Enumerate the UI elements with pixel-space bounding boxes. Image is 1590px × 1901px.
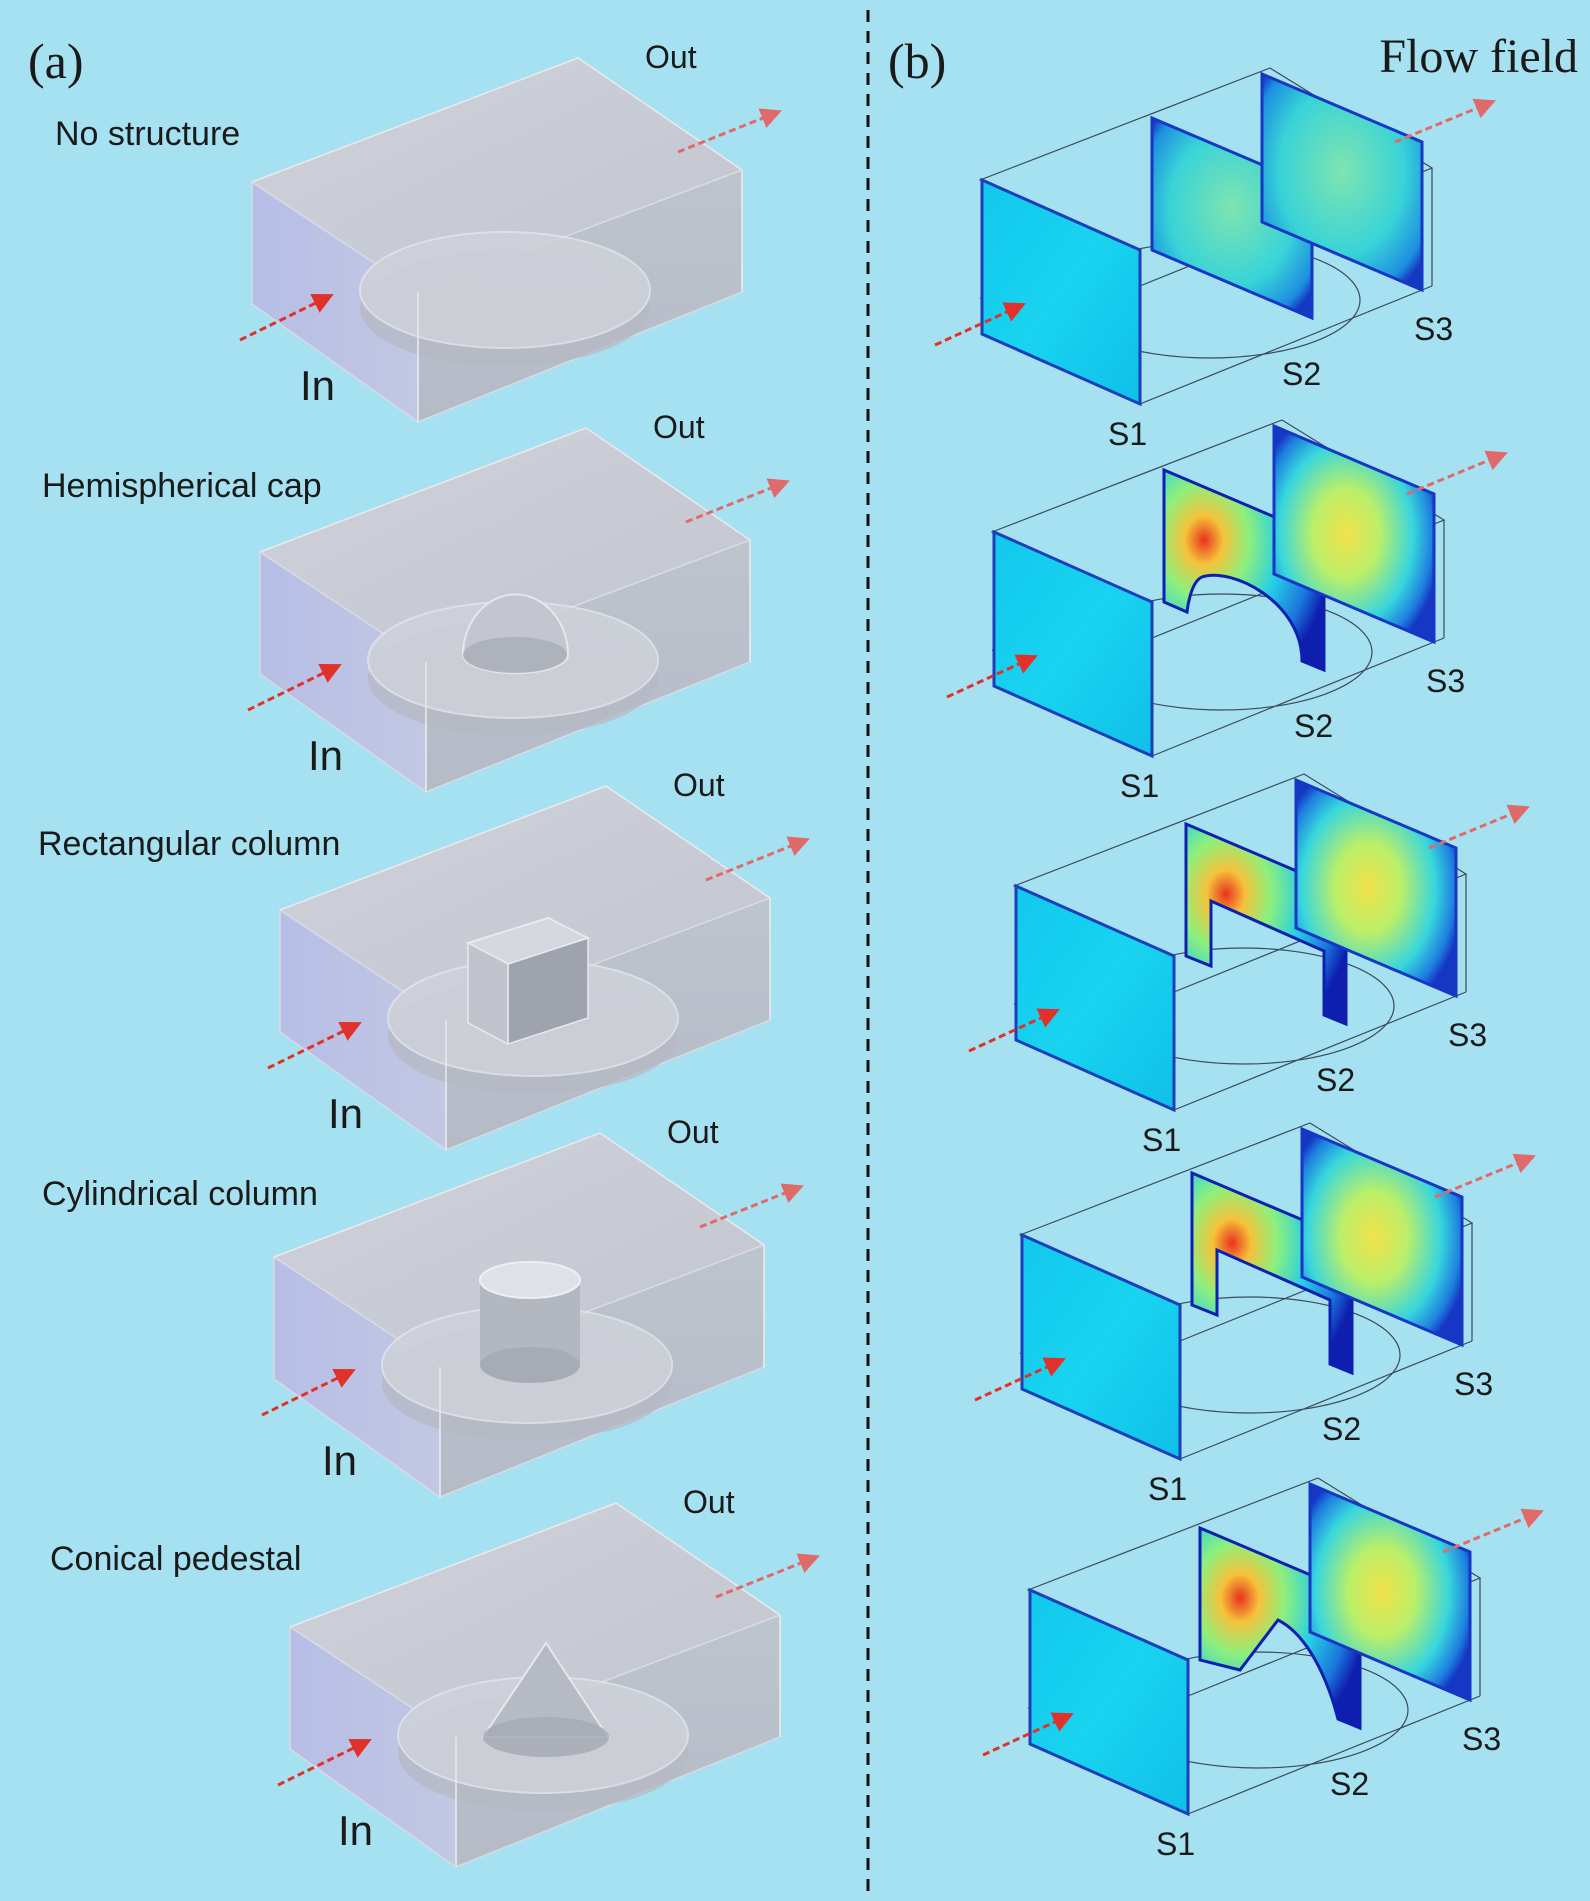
slice-s1 [992, 529, 1154, 759]
slice-label-s3: S3 [1414, 311, 1453, 347]
box-edge [251, 57, 743, 183]
slice-s1 [1014, 883, 1176, 1113]
slice-label-s3: S3 [1454, 1366, 1493, 1402]
geometry-title: Hemispherical cap [42, 467, 322, 505]
slice-label-s1: S1 [1148, 1471, 1187, 1507]
inlet-arrow [968, 1008, 1060, 1053]
outlet-label: Out [653, 409, 705, 445]
geometry-box-5: In Out [277, 1484, 820, 1869]
geometry-box-2: In Out [247, 409, 790, 794]
inlet-arrow [946, 654, 1038, 699]
slice-label-s3: S3 [1426, 663, 1465, 699]
flow-field-title: Flow field [1379, 30, 1578, 83]
base-disc [359, 231, 651, 349]
outlet-label: Out [683, 1484, 735, 1520]
geometry-title: No structure [55, 115, 240, 153]
outlet-label: Out [667, 1114, 719, 1150]
inlet-arrow [277, 1738, 372, 1787]
outlet-arrow [699, 1183, 804, 1229]
cone-obstacle-base [483, 1717, 609, 1757]
hemisphere-base [463, 637, 567, 673]
slice-s3 [1272, 423, 1436, 645]
geometry-title: Cylindrical column [42, 1175, 318, 1213]
panel-a-label: (a) [28, 33, 84, 89]
outlet-arrow [1428, 804, 1530, 850]
slice-label-s1: S1 [1108, 416, 1147, 452]
cylinder-obstacle-bottom [480, 1347, 580, 1383]
inlet-arrow [239, 293, 334, 342]
slice-label-s2: S2 [1294, 708, 1333, 744]
slice-s2 [1150, 115, 1314, 321]
slice-label-s3: S3 [1462, 1721, 1501, 1757]
flow-field-box-5: S1 S2 S3 [982, 1477, 1544, 1862]
inlet-label: In [328, 1090, 363, 1137]
inlet-arrow [982, 1712, 1074, 1757]
panel-b-label: (b) [888, 33, 946, 89]
slice-s3 [1300, 1126, 1464, 1348]
box-edge [289, 1502, 781, 1628]
box-edge [259, 427, 751, 553]
slice-s2 [1162, 467, 1326, 673]
inlet-arrow [934, 302, 1026, 347]
slice-label-s2: S2 [1322, 1411, 1361, 1447]
slice-s1 [1028, 1587, 1190, 1817]
slice-label-s2: S2 [1282, 356, 1321, 392]
outlet-label: Out [673, 767, 725, 803]
box-edge [279, 785, 771, 911]
outlet-arrow [705, 836, 810, 882]
flow-field-box-3: S1 S2 S3 [968, 773, 1530, 1158]
slice-s3 [1308, 1481, 1472, 1703]
slice-label-s1: S1 [1156, 1826, 1195, 1862]
inlet-arrow [261, 1368, 356, 1417]
geometry-box-1: In Out [239, 39, 782, 424]
outlet-arrow [715, 1553, 820, 1599]
geometry-title: Conical pedestal [50, 1540, 301, 1578]
inlet-label: In [308, 732, 343, 779]
inlet-label: In [338, 1807, 373, 1854]
outlet-arrow [1406, 450, 1508, 496]
inlet-label: In [322, 1437, 357, 1484]
outlet-label: Out [645, 39, 697, 75]
slice-s2 [1198, 1525, 1362, 1731]
slice-label-s1: S1 [1120, 768, 1159, 804]
slice-s3 [1294, 777, 1458, 999]
rectangle-obstacle-side [467, 941, 509, 1046]
geometry-box-4: In Out [261, 1114, 804, 1499]
outlet-arrow [685, 478, 790, 524]
slice-label-s2: S2 [1316, 1062, 1355, 1098]
box-edge [273, 1132, 765, 1258]
slice-s1 [980, 177, 1142, 407]
outlet-arrow [1434, 1153, 1536, 1199]
slice-s1 [1020, 1232, 1182, 1462]
flow-field-box-1: S1 S2 S3 [934, 67, 1496, 452]
slice-s3 [1260, 71, 1424, 293]
cylinder-obstacle-top [479, 1261, 581, 1299]
outlet-arrow [677, 108, 782, 154]
slice-label-s2: S2 [1330, 1766, 1369, 1802]
slice-label-s3: S3 [1448, 1017, 1487, 1053]
inlet-arrow [267, 1021, 362, 1070]
geometry-title: Rectangular column [38, 825, 340, 863]
outlet-arrow [1442, 1508, 1544, 1554]
slice-label-s1: S1 [1142, 1122, 1181, 1158]
outlet-arrow [1394, 98, 1496, 144]
inlet-arrow [247, 663, 342, 712]
inlet-arrow [974, 1357, 1066, 1402]
inlet-label: In [300, 362, 335, 409]
